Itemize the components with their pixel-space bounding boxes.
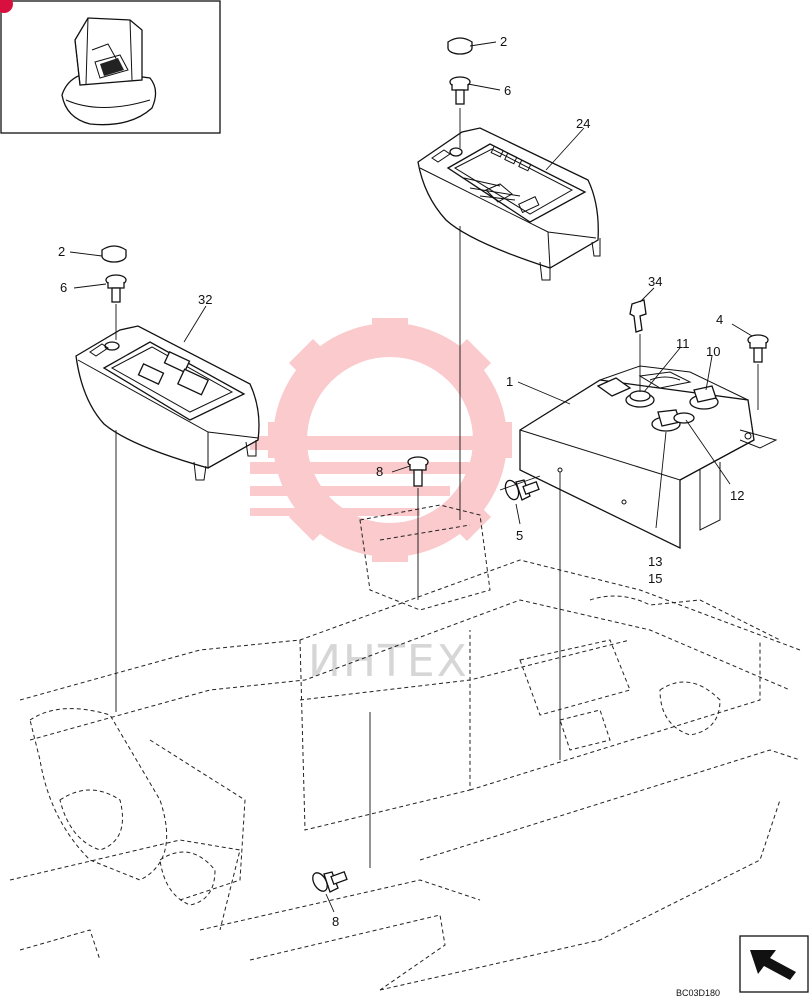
- bolt-part-6-left: [105, 274, 127, 303]
- machine-frame-outline: [9, 504, 801, 991]
- console-assembly-part-1: [519, 365, 778, 550]
- callout-13: 13: [648, 554, 662, 569]
- switch-part-13: [651, 409, 681, 432]
- callout-2-top: 2: [500, 34, 507, 49]
- callout-11: 11: [676, 336, 690, 351]
- callout-34: 34: [648, 274, 662, 289]
- drawing-code: BC03D180: [676, 988, 720, 998]
- assembly-lines: [115, 108, 759, 868]
- callout-15: 15: [648, 571, 662, 586]
- callout-32: 32: [198, 292, 212, 307]
- watermark-text: ИНТЕХ: [308, 636, 469, 687]
- callout-8-bottom: 8: [332, 914, 339, 929]
- corner-badge: [0, 0, 13, 13]
- callout-8-mid: 8: [376, 464, 383, 479]
- callout-4: 4: [716, 312, 723, 327]
- bolt-part-8-bottom: [312, 871, 348, 893]
- cap-part-2-left: [101, 245, 127, 263]
- callout-10: 10: [706, 344, 720, 359]
- callout-leaders: [69, 41, 753, 913]
- thumbnail-panel: [0, 0, 221, 134]
- callout-24: 24: [576, 116, 590, 131]
- watermark-gear-icon: [250, 318, 512, 562]
- excavator-cab-icon: [61, 17, 157, 126]
- console-cover-part-24: [417, 127, 601, 281]
- bolt-part-6-top: [449, 76, 471, 105]
- front-direction-arrow-icon: [739, 935, 809, 993]
- cap-part-2-top: [447, 37, 473, 55]
- callout-1: 1: [506, 374, 513, 389]
- callout-6-left: 6: [60, 280, 67, 295]
- console-cover-part-32: [75, 325, 260, 481]
- bolt-part-8-mid: [407, 456, 429, 487]
- switch-part-10: [689, 385, 719, 410]
- key-switch-part-11: [625, 390, 655, 408]
- bolt-part-4: [747, 334, 769, 363]
- switch-part-12: [673, 412, 695, 424]
- key-part-34: [629, 299, 647, 333]
- callout-12: 12: [730, 488, 744, 503]
- callout-6-top: 6: [504, 83, 511, 98]
- bolt-part-5: [504, 479, 540, 501]
- callout-2-left: 2: [58, 244, 65, 259]
- callout-5: 5: [516, 528, 523, 543]
